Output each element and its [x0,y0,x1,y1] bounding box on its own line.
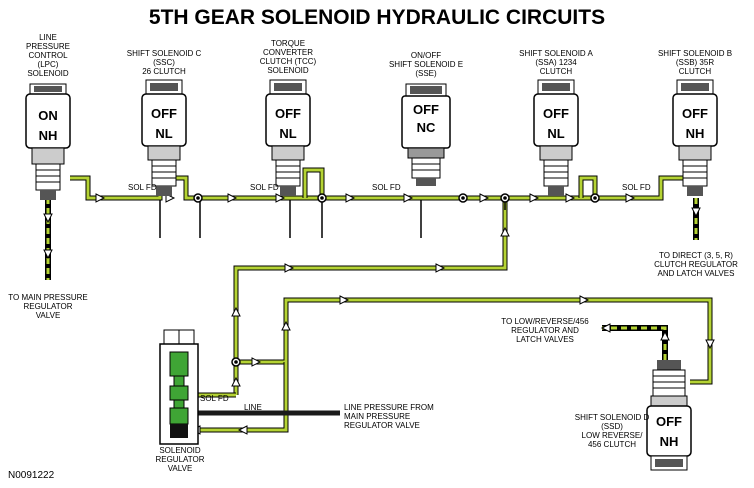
lpc-type: NH [39,128,58,143]
sse-type: NC [417,120,436,135]
ssd-state: OFF [656,414,682,429]
tcc-type: NL [279,126,296,141]
flow-arrows [43,193,715,435]
solenoid-ssa: OFF NL [533,79,579,196]
sol-fd-label: SOL FD [250,183,279,192]
solenoid-ssc: OFF NL [141,79,187,196]
ssa-type: NL [547,126,564,141]
sol-fd-label: SOL FD [200,394,229,403]
hydraulic-lines [45,167,713,433]
solenoid-ssd: OFF NH [646,360,692,471]
solenoid-sse: OFF NC [401,83,451,186]
sol-fd-label: SOL FD [622,183,651,192]
solenoid-ssb: OFF NH [672,79,718,196]
ssb-state: OFF [682,106,708,121]
figure-id: N0091222 [8,470,55,481]
sol-fd-label: SOL FD [128,183,157,192]
ssc-state: OFF [151,106,177,121]
solenoid-regulator-valve [159,329,199,445]
solenoid-tcc: OFF NL [265,79,311,196]
ssc-type: NL [155,126,172,141]
ssb-type: NH [686,126,705,141]
lpc-state: ON [38,108,58,123]
ssd-label: SHIFT SOLENOID D(SSD)LOW REVERSE/456 CLU… [575,413,650,449]
junctions [193,193,600,367]
line-label: LINE [244,403,262,412]
tcc-state: OFF [275,106,301,121]
ssc-label: SHIFT SOLENOID C(SSC)26 CLUTCH [127,49,202,76]
ssa-state: OFF [543,106,569,121]
solenoid-lpc: ON NH [25,83,71,200]
ssd-type: NH [660,434,679,449]
diagram-title: 5TH GEAR SOLENOID HYDRAULIC CIRCUITS [149,6,605,29]
sol-fd-label: SOL FD [372,183,401,192]
sse-state: OFF [413,102,439,117]
